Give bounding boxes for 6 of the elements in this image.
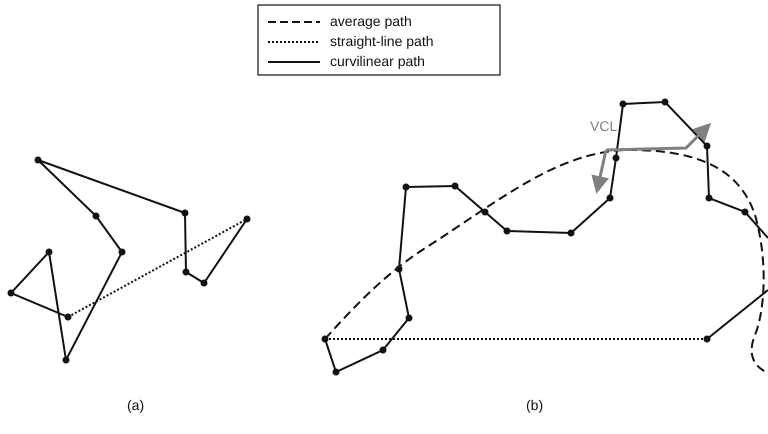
panel-label: (a)	[127, 397, 144, 413]
legend-text: curvilinear path	[330, 53, 425, 69]
panel-label: (b)	[526, 397, 544, 413]
legend-text: average path	[330, 13, 412, 29]
legend-text: straight-line path	[330, 33, 434, 49]
measure-label: VCL	[590, 118, 618, 134]
